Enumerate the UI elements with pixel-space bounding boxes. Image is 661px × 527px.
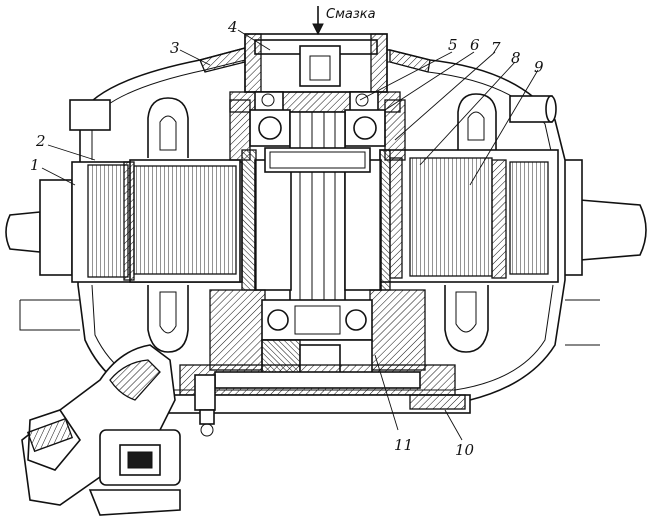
left-vent-pipe [69, 99, 111, 131]
right-vent-pipe [509, 95, 557, 123]
base-outline [19, 299, 80, 331]
callout-10: 10 [455, 441, 475, 459]
lubrication-arrow [312, 6, 324, 36]
base-outline-right [565, 299, 600, 346]
upper-bearings [229, 99, 406, 161]
callout-11: 11 [394, 436, 413, 454]
callout-3: 3 [170, 39, 180, 57]
rotor-shaft [289, 111, 346, 308]
right-shaft-cone [555, 159, 647, 276]
stator-core [71, 149, 559, 283]
winding-loops-top [147, 93, 497, 158]
callout-2: 2 [35, 132, 46, 150]
callout-leaders [41, 29, 539, 441]
winding-loops-bottom [147, 285, 489, 353]
callout-6: 6 [470, 36, 480, 54]
left-shaft-cone [5, 179, 73, 276]
terminal-box [21, 344, 181, 516]
lower-bolt [194, 374, 216, 437]
callout-4: 4 [227, 18, 238, 36]
callout-1: 1 [30, 156, 40, 174]
callout-5: 5 [448, 36, 458, 54]
lower-bearing-housing [159, 289, 471, 414]
upper-bearing-housing [229, 33, 401, 113]
callout-8: 8 [511, 49, 521, 67]
callout-7: 7 [491, 39, 501, 57]
lubrication-label: Смазка [326, 7, 376, 22]
callout-9: 9 [534, 58, 544, 76]
